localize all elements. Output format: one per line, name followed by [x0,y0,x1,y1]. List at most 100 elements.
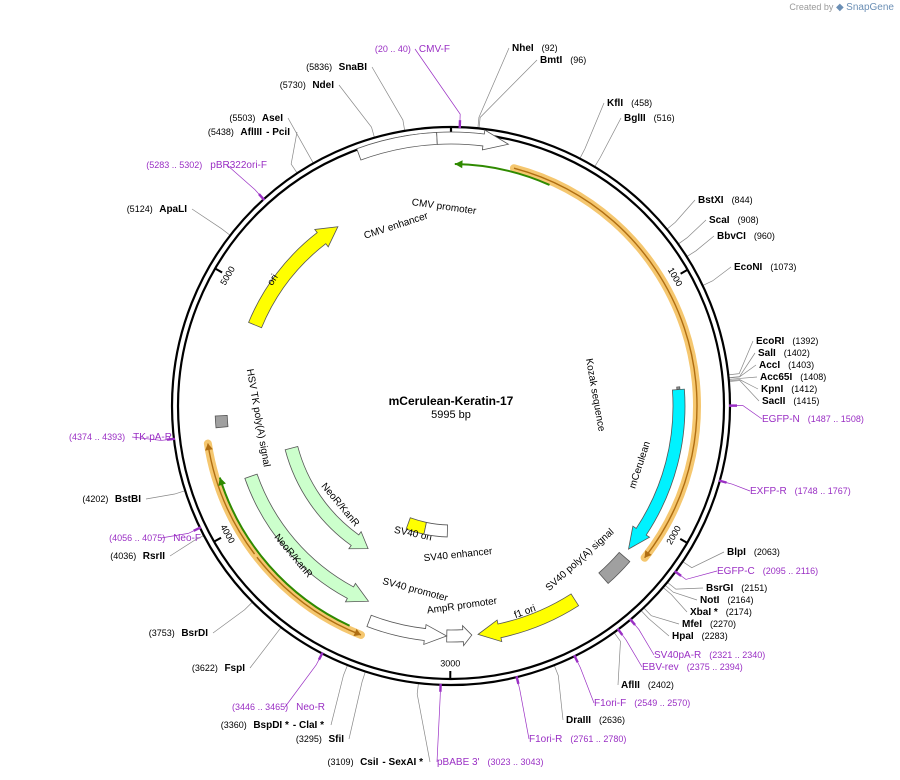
enzyme-snabi[interactable]: (5836) SnaBI [306,62,367,73]
primer-f1ori-r[interactable]: F1ori-R(2761 .. 2780) [529,734,626,745]
primer-label: EGFP-N(1487 .. 1508) [762,414,864,425]
enzyme-rsrii[interactable]: (4036) RsrII [110,551,165,562]
enzyme-hpai[interactable]: HpaI(2283) [672,631,728,642]
enzyme-label: HpaI(2283) [672,631,728,642]
plasmid-center-label: mCerulean-Keratin-17 5995 bp [389,394,514,421]
enzyme-label: BbvCI(960) [717,231,775,242]
orf-green-line [218,477,351,627]
feature-neor-kanr[interactable] [244,473,370,603]
enzyme-blpi[interactable]: BlpI(2063) [727,547,780,558]
enzyme-label: AflII(2402) [621,680,674,691]
enzyme-bsrgi[interactable]: BsrGI(2151) [706,583,767,594]
enzyme-draiii[interactable]: DraIII(2636) [566,715,625,726]
enzyme-aflii[interactable]: AflII(2402) [621,680,674,691]
primer-mark [573,654,579,663]
primer-ebv-rev[interactable]: EBV-rev(2375 .. 2394) [642,662,743,673]
feature-f1-ori[interactable] [477,593,580,643]
enzyme-label: AccI(1403) [759,360,814,371]
enzyme-econi[interactable]: EcoNI(1073) [734,262,796,273]
enzyme-kpni[interactable]: KpnI(1412) [761,384,817,395]
feature-sv40-promoter[interactable] [366,614,448,646]
enzyme-leader [287,117,314,164]
enzyme-leader [579,102,605,159]
primer-labels[interactable]: (20 .. 40)CMV-F EGFP-N(1487 .. 1508) EXFP-… [69,44,864,768]
enzyme-bspdi[interactable]: (3360) BspDI *- ClaI * [221,720,324,731]
enzyme-label: (3753) BsrDI [149,628,208,639]
enzyme-bstxi[interactable]: BstXI(844) [698,195,753,206]
feature-neor-kanr-inner[interactable] [284,445,369,550]
enzyme-asei[interactable]: (5503) AseI [229,113,283,124]
primer-neo-f[interactable]: (4056 .. 4075)Neo-F [109,533,201,544]
enzyme-apali[interactable]: (5124) ApaLI [127,204,188,215]
primer-mark [628,618,636,626]
enzyme-leader [191,208,231,236]
feature-sv40-poly-a-signal[interactable] [598,551,631,584]
enzyme-afliii[interactable]: (5438) AflIII- PciI [208,127,290,138]
enzyme-leader [728,364,757,379]
enzyme-leader [613,632,621,686]
feature-mcerulean[interactable] [627,388,686,550]
enzyme-label: (3622) FspI [192,663,245,674]
enzyme-label: (5124) ApaLI [127,204,188,215]
primer-exfp-r[interactable]: EXFP-R(1748 .. 1767) [750,486,851,497]
enzyme-fspi[interactable]: (3622) FspI [192,663,245,674]
enzyme-label: BsrGI(2151) [706,583,767,594]
primer-f1ori-f[interactable]: F1ori-F(2549 .. 2570) [594,698,690,709]
tick-mark [679,538,688,544]
feature-cmv-promoter[interactable] [436,129,510,151]
enzyme-csii[interactable]: (3109) CsiI- SexAI * [328,757,424,768]
primer-tk-pa-r[interactable]: (4374 .. 4393)TK-pA-R [69,432,172,443]
feature-sv40-ori[interactable] [405,517,427,535]
enzyme-bstbi[interactable]: (4202) BstBI [82,494,141,505]
feature-label-cmv-enhancer: CMV enhancer [363,210,430,241]
enzyme-leader [594,117,622,167]
primer-cmv-f[interactable]: (20 .. 40)CMV-F [375,44,450,55]
enzyme-ndei[interactable]: (5730) NdeI [280,80,334,91]
primer-egfp-n[interactable]: EGFP-N(1487 .. 1508) [762,414,864,425]
enzyme-acci[interactable]: AccI(1403) [759,360,814,371]
enzyme-labels[interactable]: NheI(92)BmtI(96) KflI(458) BglII(516) BstXI… [82,43,826,768]
feature-ampr-promoter[interactable] [446,624,473,647]
primer-neo-r[interactable]: (3446 .. 3465)Neo-R [232,702,325,713]
enzyme-leader [728,380,760,402]
enzyme-label: NotI(2164) [700,595,753,606]
primer-leader [414,48,461,121]
enzyme-bmti[interactable]: BmtI(96) [540,55,586,66]
enzyme-bglii[interactable]: BglII(516) [624,113,675,124]
feature-cmv-enhancer[interactable] [356,131,438,161]
feature-sv40-enhancer[interactable] [423,521,448,538]
enzyme-acc65i[interactable]: Acc65I(1408) [760,372,826,383]
enzyme-kfli[interactable]: KflI(458) [607,98,652,109]
enzyme-leader [702,266,732,286]
enzyme-ecori[interactable]: EcoRI(1392) [756,336,818,347]
enzyme-bsrdi[interactable]: (3753) BsrDI [149,628,208,639]
tick-mark [214,267,223,274]
enzyme-leader [290,131,298,174]
enzyme-scai[interactable]: ScaI(908) [709,215,759,226]
enzyme-xbai[interactable]: XbaI *(2174) [690,607,752,618]
feature-hsv-tk-poly-a-signal[interactable] [214,415,229,429]
feature-ori[interactable] [248,226,339,329]
primer-sv40pa-r[interactable]: SV40pA-R(2321 .. 2340) [654,650,765,661]
enzyme-sacii[interactable]: SacII(1415) [762,396,819,407]
orf-tracks [203,160,701,639]
enzyme-bbvci[interactable]: BbvCI(960) [717,231,775,242]
enzyme-label: (4036) RsrII [110,551,165,562]
enzyme-sfii[interactable]: (3295) SfiI [296,734,344,745]
primer-pbr322ori-f[interactable]: (5283 .. 5302)pBR322ori-F [146,160,267,171]
enzyme-mfei[interactable]: MfeI(2270) [682,619,736,630]
enzyme-nhei[interactable]: NheI(92) [512,43,558,54]
feature-kozak-sequence[interactable] [676,386,681,390]
feature-label-sv40-promoter: SV40 promoter [381,576,449,604]
primer-egfp-c[interactable]: EGFP-C(2095 .. 2116) [717,566,818,577]
enzyme-noti[interactable]: NotI(2164) [700,595,753,606]
orf-arrowhead [644,550,652,558]
orf-green-line [454,163,550,186]
orf-line [513,167,698,559]
primer-pbabe-3[interactable]: pBABE 3'(3023 .. 3043) [437,757,544,768]
enzyme-label: (5730) NdeI [280,80,334,91]
orf-line [207,443,256,555]
enzyme-sali[interactable]: SalI(1402) [758,348,810,359]
